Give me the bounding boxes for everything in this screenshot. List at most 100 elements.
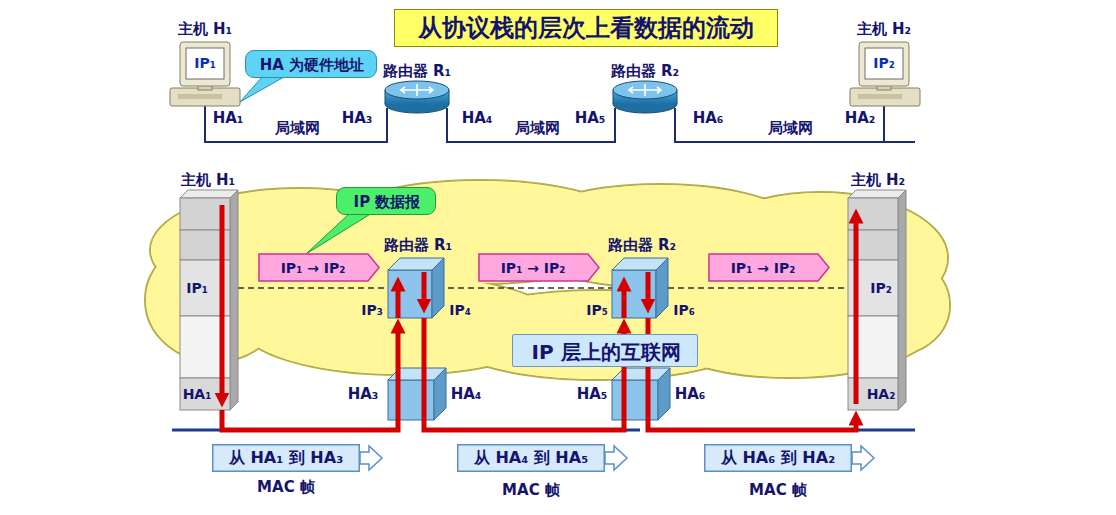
hardware-address: HA₃ <box>348 387 379 402</box>
router-stack: 路由器 R₂ <box>612 258 668 318</box>
callout-tail-part <box>306 213 372 254</box>
host-name: 主机 H₂ <box>857 22 911 37</box>
hardware-address: HA₂ <box>867 387 896 401</box>
router-symbol <box>385 81 449 113</box>
host-name: 主机 H₁ <box>181 173 235 188</box>
hardware-address: HA₆ <box>693 111 724 126</box>
data-flow-connector <box>222 332 398 430</box>
data-flow-arrow-part <box>646 272 651 300</box>
datagram-arrow-outline <box>709 254 829 281</box>
frame-caption: MAC 帧 <box>749 483 807 498</box>
callout-box: HA 为硬件地址 <box>245 50 377 78</box>
computer-symbol-part <box>850 88 920 106</box>
data-flow-arrow-part <box>622 290 627 318</box>
datagram-arrow-outline <box>479 254 599 281</box>
router-stack: 路由器 R₁ <box>388 258 444 318</box>
protocol-stack-symbol <box>848 190 906 410</box>
hardware-address: HA₅ <box>577 387 608 402</box>
ip-address: IP₅ <box>586 303 608 317</box>
computer-symbol-part <box>178 94 222 99</box>
computer-symbol <box>170 42 240 106</box>
datagram-text: IP₁ → IP₂ <box>731 261 796 275</box>
computer-icon: 主机 H₁IP₁ <box>168 40 242 108</box>
host-name: 主机 H₂ <box>851 173 905 188</box>
lan-wire-part <box>205 106 387 142</box>
frame-box-outline <box>458 445 605 472</box>
router-name: 路由器 R₁ <box>383 64 451 79</box>
data-flow-arrow-part <box>422 272 427 300</box>
router-symbol-part <box>629 84 661 96</box>
ip-address: IP₁ <box>194 56 216 70</box>
router-cube-part <box>434 368 446 420</box>
router-icon: 路由器 R₂ <box>612 80 678 114</box>
router-icon: 路由器 R₁ <box>384 80 450 114</box>
computer-symbol-part <box>186 48 224 79</box>
router-symbol-part <box>385 81 449 99</box>
datagram-arrow: IP₁ → IP₂ <box>258 253 380 282</box>
computer-icon: 主机 H₂IP₂ <box>848 40 922 108</box>
protocol-stack-symbol <box>180 190 238 410</box>
frame-caption: MAC 帧 <box>502 483 560 498</box>
hardware-address: HA₁ <box>183 387 212 401</box>
lan-wire-part <box>447 108 615 142</box>
computer-symbol-part <box>170 88 240 106</box>
computer-symbol-part <box>859 42 909 86</box>
hardware-address: HA₅ <box>575 111 606 126</box>
datagram-arrow: IP₁ → IP₂ <box>478 253 600 282</box>
callout-text: IP 数据报 <box>354 195 421 210</box>
lan-wire-part <box>675 108 915 142</box>
callout-tail-part <box>240 77 284 102</box>
protocol-stack-symbol-part <box>848 190 906 198</box>
ip-address: IP₁ <box>186 281 208 295</box>
datagram-text: IP₁ → IP₂ <box>281 261 346 275</box>
router-cube-part <box>388 270 432 318</box>
computer-symbol-part <box>858 94 902 99</box>
protocol-stack: 主机 H₁IP₁HA₁ <box>180 190 238 410</box>
ip-address: IP₄ <box>449 303 471 317</box>
router-symbol-part <box>613 81 677 99</box>
hardware-address: HA₂ <box>845 111 876 126</box>
callout-text: HA 为硬件地址 <box>260 58 364 73</box>
frame-hollow-arrow <box>605 446 627 470</box>
router-cube-part <box>388 380 434 420</box>
hardware-address: HA₁ <box>213 111 244 126</box>
router-cube-part <box>612 380 658 420</box>
router-cube-part <box>612 270 656 318</box>
datagram-arrow-outline <box>259 254 379 281</box>
protocol-stack: 主机 H₂IP₂HA₂ <box>848 190 906 410</box>
computer-symbol-part <box>180 42 230 86</box>
callout-tail <box>240 77 372 254</box>
frame-caption: MAC 帧 <box>257 480 315 495</box>
internet-cloud-part <box>146 181 949 379</box>
router-name: 路由器 R₁ <box>384 238 452 253</box>
hardware-address: HA₃ <box>342 111 373 126</box>
frame-text: 从 HA₁ 到 HA₃ <box>229 450 343 466</box>
router-name: 路由器 R₂ <box>611 64 679 79</box>
computer-symbol-part <box>865 48 903 79</box>
computer-symbol <box>850 42 920 106</box>
datagram-text: IP₁ → IP₂ <box>501 261 566 275</box>
hardware-address: HA₆ <box>675 387 706 402</box>
ip-address: IP₂ <box>873 56 895 70</box>
lan-wire <box>205 106 915 142</box>
title-text: 从协议栈的层次上看数据的流动 <box>418 16 754 40</box>
ip-layer-dashed-line <box>238 287 848 289</box>
datagram-arrow: IP₁ → IP₂ <box>708 253 830 282</box>
lan-name: 局域网 <box>768 121 813 136</box>
data-flow-arrow-part <box>396 290 401 318</box>
callout-box: IP 数据报 <box>336 187 436 215</box>
ip-address: IP₃ <box>361 303 383 317</box>
mac-frame-arrow: 从 HA₁ 到 HA₃ <box>212 444 360 472</box>
ip-address: IP₆ <box>673 303 695 317</box>
network-label: IP 层上的互联网 <box>531 342 680 362</box>
lan-wire-part <box>883 106 885 142</box>
lan-name: 局域网 <box>275 121 320 136</box>
frame-box-outline <box>705 445 852 472</box>
ip-address: IP₂ <box>870 281 892 295</box>
router-symbol <box>613 81 677 113</box>
lan-name: 局域网 <box>515 121 560 136</box>
router-symbol-part <box>401 84 433 96</box>
frame-hollow-arrow <box>852 446 874 470</box>
hardware-address: HA₄ <box>462 111 493 126</box>
